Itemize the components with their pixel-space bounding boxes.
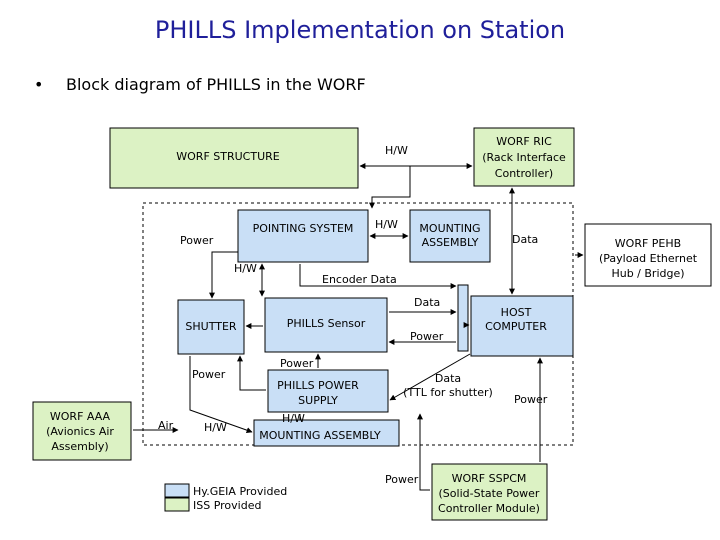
label-power-shutter: Power xyxy=(192,368,226,381)
link-encoder xyxy=(299,264,457,289)
bullet-icon: • xyxy=(34,75,44,94)
worf-ric-label-2: (Rack Interface xyxy=(482,151,566,164)
label-power-host: Power xyxy=(514,393,548,406)
worf-pehb-box xyxy=(584,223,712,287)
worf-pehb-label-3: Hub / Bridge) xyxy=(611,267,684,280)
mounting-assembly-lower-box xyxy=(253,419,400,447)
host-computer-box xyxy=(470,295,574,357)
link-hw-top xyxy=(369,166,411,209)
worf-sspcm-box xyxy=(431,463,548,521)
shutter-box xyxy=(177,299,245,355)
worf-structure-label: WORF STRUCTURE xyxy=(176,150,279,163)
worf-ric-label-3: Controller) xyxy=(495,167,553,180)
pointing-system-label: POINTING SYSTEM xyxy=(253,222,354,235)
legend-swatch-iss xyxy=(164,497,190,512)
worf-structure-box xyxy=(109,127,359,189)
label-hw-low: H/W xyxy=(204,421,227,434)
pointing-system-box xyxy=(237,209,369,263)
label-hw-mid: H/W xyxy=(234,262,257,275)
label-hw-top: H/W xyxy=(385,144,408,157)
mounting-assembly-label-1: MOUNTING xyxy=(419,222,480,235)
legend-iss-label: ISS Provided xyxy=(193,499,261,512)
legend-swatch-hygeia xyxy=(164,483,190,498)
worf-aaa-label-3: Assembly) xyxy=(51,440,108,453)
phills-power-supply-box xyxy=(267,369,389,413)
phills-sensor-box xyxy=(264,297,388,353)
label-encoder-data: Encoder Data xyxy=(322,273,397,286)
link-supply-shutter xyxy=(237,355,266,391)
worf-sspcm-label-3: Controller Module) xyxy=(438,502,540,515)
worf-pehb-label-1: WORF PEHB xyxy=(615,237,681,250)
label-data-ttl-1: Data xyxy=(435,372,461,385)
mounting-assembly-lower-label: MOUNTING ASSEMBLY xyxy=(259,429,381,442)
phills-sensor-label: PHILLS Sensor xyxy=(287,317,366,330)
link-hw-low xyxy=(189,356,253,434)
worf-aaa-label-2: (Avionics Air xyxy=(46,425,114,438)
label-data-ttl-2: (TTL for shutter) xyxy=(403,386,493,399)
page-title: PHILLS Implementation on Station xyxy=(154,16,566,44)
label-power-supply: Power xyxy=(280,357,314,370)
label-data-right: Data xyxy=(512,233,538,246)
worf-pehb-label-2: (Payload Ethernet xyxy=(599,252,698,265)
worf-ric-label-1: WORF RIC xyxy=(496,135,552,148)
host-computer-label-2: COMPUTER xyxy=(485,320,547,333)
worf-ric-box xyxy=(473,127,575,187)
link-ttl xyxy=(389,353,471,401)
label-hw-mount: H/W xyxy=(282,412,305,425)
worf-sspcm-label-1: WORF SSPCM xyxy=(452,472,527,485)
mounting-assembly-label-2: ASSEMBLY xyxy=(422,236,479,249)
worf-aaa-label-1: WORF AAA xyxy=(50,410,111,423)
label-hw-pointing: H/W xyxy=(375,218,398,231)
label-data-mid: Data xyxy=(414,296,440,309)
mounting-assembly-box xyxy=(409,209,491,263)
label-power-bottom: Power xyxy=(385,473,419,486)
shutter-label: SHUTTER xyxy=(185,320,237,333)
phills-power-supply-label-1: PHILLS POWER xyxy=(277,379,359,392)
link-power-left xyxy=(209,251,238,299)
legend-hygeia-label: Hy.GEIA Provided xyxy=(193,485,287,498)
interface-bar xyxy=(457,284,469,352)
label-power-sensor: Power xyxy=(410,330,444,343)
worf-aaa-box xyxy=(32,401,132,461)
phills-power-supply-label-2: SUPPLY xyxy=(298,394,338,407)
bullet-text: Block diagram of PHILLS in the WORF xyxy=(66,75,366,94)
host-computer-label-1: HOST xyxy=(501,306,532,319)
link-power-bottom xyxy=(417,413,430,491)
worf-sspcm-label-2: (Solid-State Power xyxy=(439,487,540,500)
label-air: Air xyxy=(158,419,174,432)
label-power-left: Power xyxy=(180,234,214,247)
